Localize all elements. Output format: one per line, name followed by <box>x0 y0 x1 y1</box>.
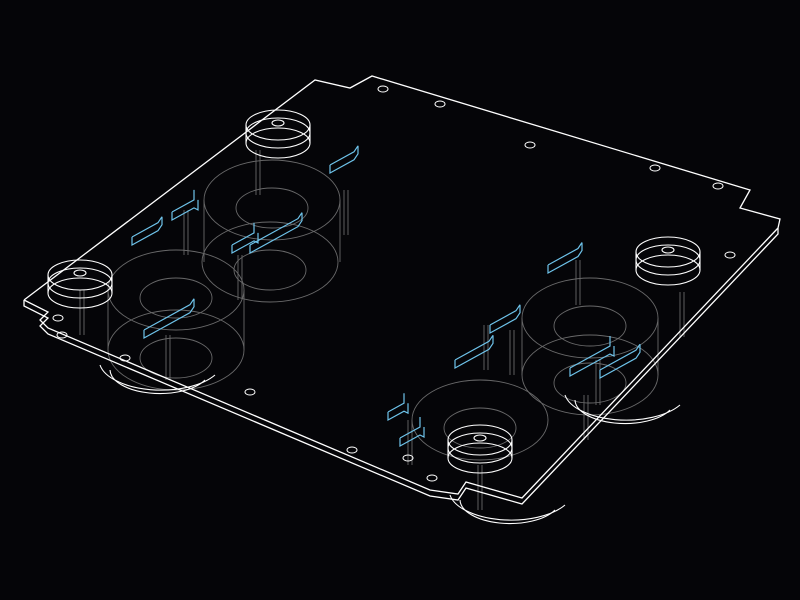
post-cap-bottom <box>245 127 311 159</box>
mounting-hole <box>346 446 358 454</box>
mounting-hole <box>524 141 536 149</box>
wheel-edge-inner <box>109 369 206 395</box>
bracket <box>249 212 303 255</box>
plate-outline <box>23 75 781 505</box>
mounting-hole <box>52 314 64 322</box>
hidden-geometry <box>79 150 685 510</box>
hidden-cylinder-inner <box>553 362 627 404</box>
brackets <box>131 145 641 448</box>
bracket <box>399 417 425 448</box>
mounting-hole <box>426 474 438 482</box>
hidden-cylinder-inner <box>553 305 627 347</box>
mounting-hole <box>434 100 446 108</box>
post-pin <box>271 119 285 127</box>
feet <box>47 109 701 525</box>
hidden-cylinder-inner <box>235 187 309 229</box>
mounting-hole <box>377 85 389 93</box>
mounting-hole <box>244 388 256 396</box>
bracket <box>599 343 641 380</box>
hidden-cylinder-inner <box>139 337 213 379</box>
mounting-holes <box>52 85 736 482</box>
mounting-hole <box>402 454 414 462</box>
mounting-hole <box>649 164 661 172</box>
wheel-edge-inner <box>459 499 556 525</box>
wheel-edge <box>449 494 566 521</box>
hidden-cylinder-inner <box>443 407 517 449</box>
hidden-cylinder-inner <box>233 249 307 291</box>
mounting-hole <box>712 182 724 190</box>
bracket <box>231 222 259 255</box>
post-pin <box>661 246 675 254</box>
bracket <box>329 145 359 175</box>
post-cap-mid <box>635 244 701 276</box>
wheel-edge <box>99 364 216 391</box>
bracket <box>547 242 583 275</box>
post-pin <box>73 269 87 277</box>
hidden-cylinder-inner <box>139 277 213 319</box>
bracket <box>489 304 521 335</box>
bracket <box>387 393 409 422</box>
wheel-edge-inner <box>574 399 671 425</box>
plate-top-edge <box>23 75 781 499</box>
post-cap-bottom <box>635 254 701 286</box>
bracket <box>454 334 494 370</box>
bracket <box>131 216 163 247</box>
mounting-hole <box>724 251 736 259</box>
post-cap-top <box>635 236 701 268</box>
hidden-cylinder <box>201 221 339 303</box>
post-pin <box>473 434 487 442</box>
post-cap-mid <box>245 117 311 149</box>
bracket <box>569 336 615 378</box>
bracket <box>171 189 199 222</box>
post-cap-top <box>447 424 513 456</box>
bracket <box>143 298 195 340</box>
plate-thickness-edge <box>23 228 779 505</box>
mounting-hole <box>119 354 131 362</box>
mounting-hole <box>56 331 68 339</box>
